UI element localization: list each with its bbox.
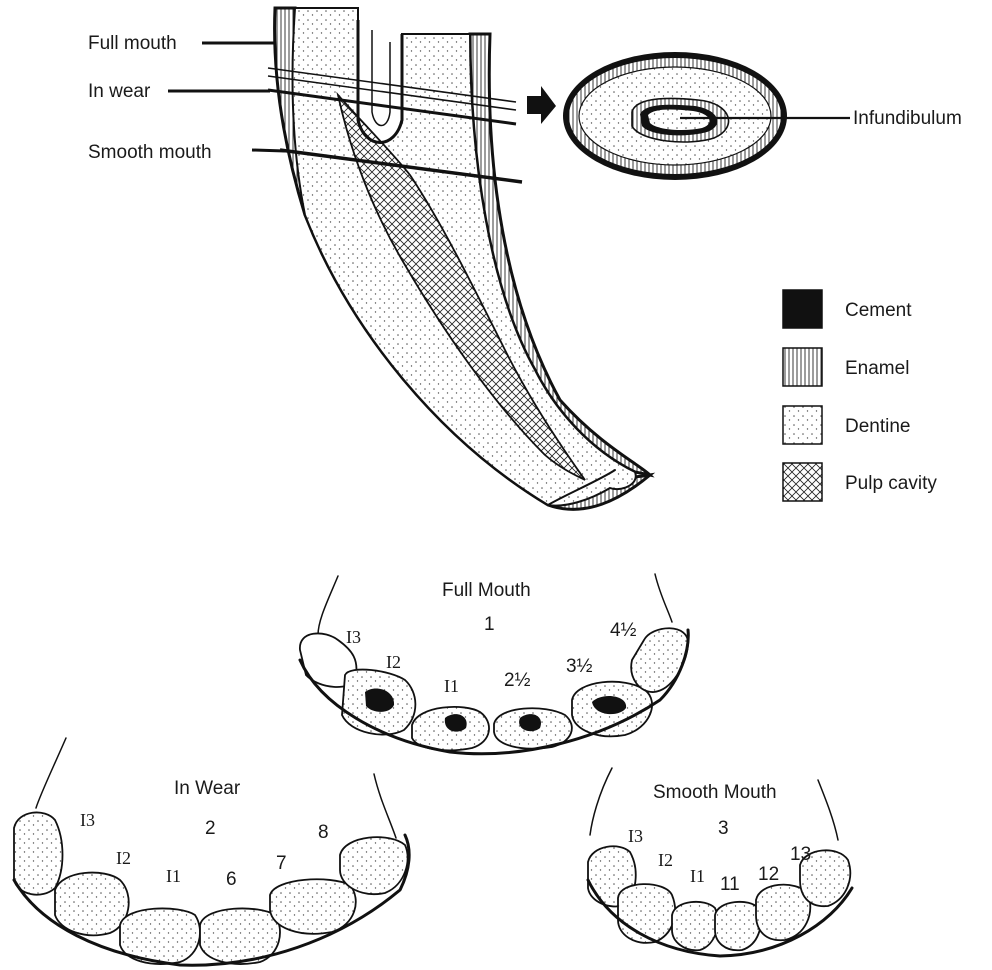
tooth-cross-section [563,52,787,180]
in-wear-title: In Wear [174,778,241,799]
full-mouth-tooth-label: 3½ [566,656,593,677]
in-wear-tooth-label: 6 [226,869,237,890]
smooth-mouth-tooth-label: I1 [690,866,705,886]
full-mouth-tooth-label: I1 [444,676,459,696]
in-wear-number: 2 [205,818,216,839]
smooth-mouth-tooth-label: 12 [758,864,779,885]
in-wear-tooth-label: 8 [318,822,329,843]
label-infundibulum: Infundibulum [853,108,962,129]
legend: Cement Enamel Dentine Pulp cavity [783,290,937,501]
in-wear-tooth-label: I3 [80,810,95,830]
smooth-mouth-title: Smooth Mouth [653,782,777,803]
smooth-mouth-tooth-label: 11 [720,874,740,895]
label-smooth-mouth: Smooth mouth [88,142,212,163]
label-in-wear: In wear [88,81,151,102]
cement-swatch [783,290,822,328]
full-mouth-tooth-label: I2 [386,652,401,672]
panel-in-wear [14,738,409,965]
pulp-swatch [783,463,822,501]
full-mouth-title: Full Mouth [442,580,531,601]
full-mouth-tooth-label: 4½ [610,620,637,641]
smooth-mouth-pointer [252,150,285,151]
full-mouth-tooth-label: 2½ [504,670,531,691]
dentine-swatch [783,406,822,444]
full-mouth-tooth-label: I3 [346,627,361,647]
in-wear-tooth-label: I2 [116,848,131,868]
enamel-swatch [783,348,822,386]
smooth-mouth-tooth-label: I3 [628,826,643,846]
in-wear-tooth-label: 7 [276,853,287,874]
legend-pulp-label: Pulp cavity [845,473,937,494]
smooth-mouth-number: 3 [718,818,729,839]
full-mouth-number: 1 [484,614,495,635]
arrow-right-icon [527,86,556,124]
label-full-mouth: Full mouth [88,33,177,54]
legend-cement-label: Cement [845,300,912,321]
smooth-mouth-tooth-label: I2 [658,850,673,870]
smooth-mouth-tooth-label: 13 [790,844,811,865]
legend-dentine-label: Dentine [845,416,911,437]
in-wear-tooth-label: I1 [166,866,181,886]
legend-enamel-label: Enamel [845,358,909,379]
